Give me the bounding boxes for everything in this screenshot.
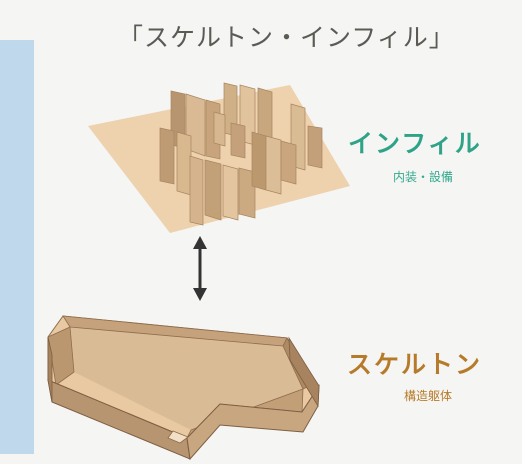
infill-sublabel: 内装・設備 bbox=[393, 170, 454, 184]
skeleton-label: スケルトン bbox=[347, 350, 483, 379]
skeleton-illustration bbox=[47, 315, 320, 461]
left-accent-strip bbox=[0, 40, 34, 454]
skeleton-sublabel: 構造躯体 bbox=[404, 389, 453, 403]
double-arrow-icon bbox=[193, 236, 207, 301]
infill-walls bbox=[159, 82, 323, 226]
diagram-title: 「スケルトン・インフィル」 bbox=[118, 23, 455, 52]
infill-label: インフィル bbox=[348, 129, 482, 158]
skeleton-inner-floor bbox=[70, 327, 303, 430]
infill-illustration bbox=[88, 82, 350, 233]
